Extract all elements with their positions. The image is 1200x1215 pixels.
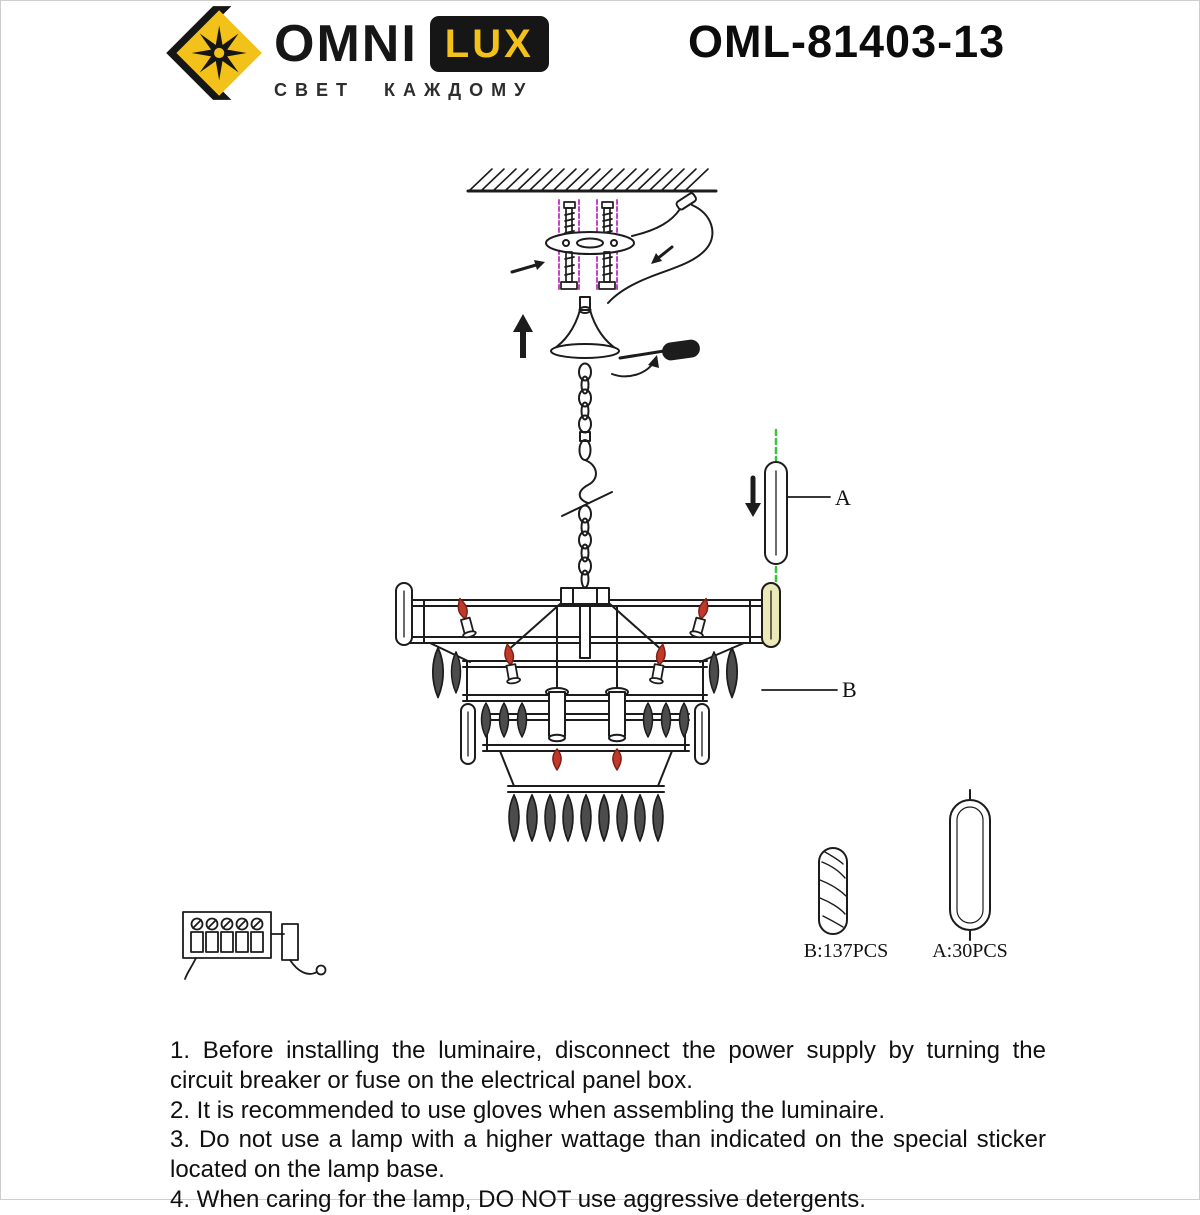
part-b-count-label: B:137PCS — [804, 940, 888, 962]
brand-logo: OMNI LUX СВЕТ КАЖДОМУ — [154, 6, 549, 101]
mounting-bracket — [510, 199, 635, 291]
pendant-candles — [545, 605, 629, 771]
chandelier-frame — [395, 582, 781, 793]
part-a-icon — [949, 789, 991, 941]
brand-text: OMNI LUX СВЕТ КАЖДОМУ — [274, 6, 549, 101]
instruction-item-3: 3. Do not use a lamp with a higher watta… — [170, 1126, 1046, 1183]
omnilux-logo-icon — [166, 6, 262, 100]
mounting-screws-bottom — [560, 251, 616, 290]
part-b-callout: B — [761, 677, 857, 702]
callout-label-b: B — [842, 677, 857, 702]
down-arrow — [745, 503, 761, 517]
instructions: 1. Before installing the luminaire, disc… — [170, 1036, 1046, 1215]
chain-lower — [578, 504, 592, 589]
top-hub — [560, 587, 610, 605]
instruction-item-2: 2. It is recommended to use gloves when … — [170, 1096, 886, 1124]
part-a-count-label: A:30PCS — [932, 940, 1008, 962]
header: OMNI LUX СВЕТ КАЖДОМУ OML-81403-13 — [0, 0, 1200, 118]
screw-arrow — [510, 260, 545, 274]
ceiling-hatch — [466, 168, 718, 193]
screwdriver-icon — [611, 339, 700, 378]
part-b-icon — [818, 847, 848, 935]
brand-name-lux: LUX — [429, 16, 549, 72]
instruction-item-1: 1. Before installing the luminaire, disc… — [170, 1037, 1046, 1094]
callout-label-a: A — [835, 485, 851, 510]
crystal-drops — [431, 646, 739, 843]
brand-name-omni: OMNI — [274, 15, 418, 73]
up-arrow — [513, 314, 533, 358]
brand-tagline: СВЕТ КАЖДОМУ — [274, 80, 534, 100]
terminal-block — [182, 911, 327, 980]
mounting-plate — [545, 231, 635, 255]
model-number: OML-81403-13 — [688, 16, 1006, 67]
part-a-callout: A — [745, 428, 851, 583]
cord-arrow — [651, 253, 662, 264]
canopy — [550, 296, 620, 359]
power-cord — [607, 192, 714, 304]
mounting-screws-top — [563, 201, 614, 237]
hook — [561, 431, 613, 517]
chain-upper — [578, 362, 592, 434]
